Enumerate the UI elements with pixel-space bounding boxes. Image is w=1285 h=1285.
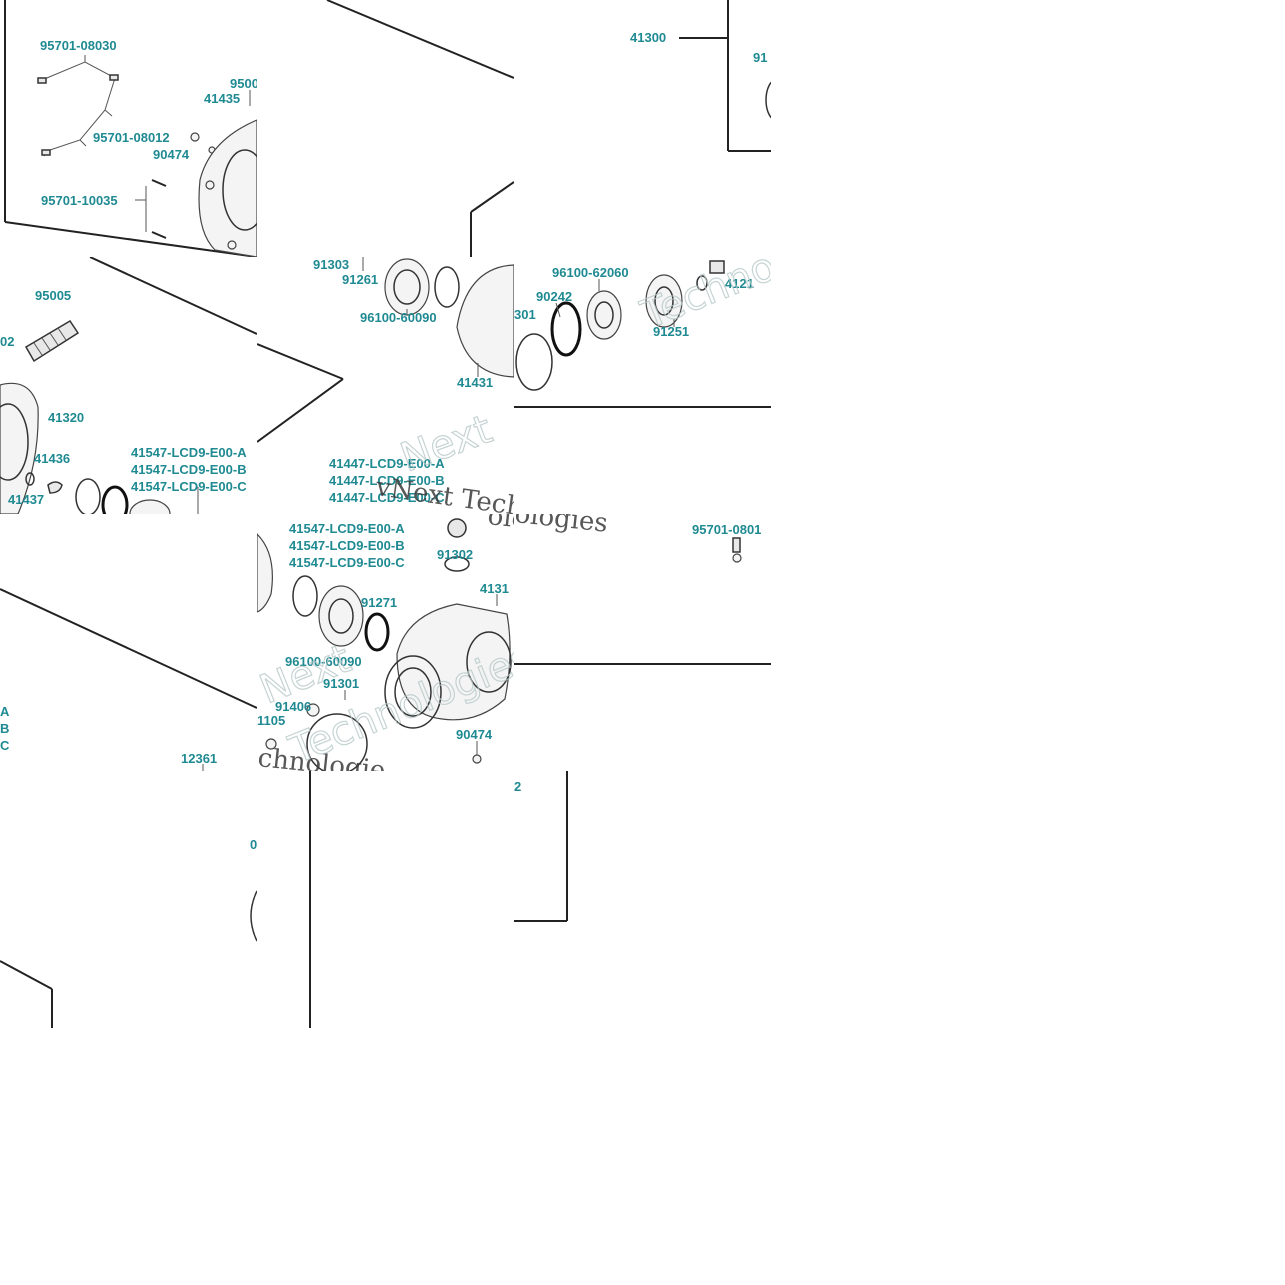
label-41436: 41436	[34, 451, 70, 466]
harness-line	[41, 61, 116, 151]
label-41300: 41300	[630, 30, 666, 45]
label-9500: 9500	[230, 76, 257, 91]
label-1105: 1105	[257, 713, 285, 728]
diagram-tile-r4c1: 0	[0, 771, 257, 1028]
watermark-text-b: ologies	[514, 514, 609, 539]
diagram-tile-r4c3: 2	[514, 771, 771, 1028]
diagram-tile-r2c3: 96100-62060 90242 301 91251 4121 Techno	[514, 257, 771, 514]
label-12361: 12361	[181, 751, 217, 766]
label-41547-b: 41547-LCD9-E00-B	[289, 538, 405, 553]
watermark-ghost-b: Techno	[635, 257, 771, 339]
label-41437: 41437	[8, 492, 44, 507]
label-90242: 90242	[536, 289, 572, 304]
label-301: 301	[514, 307, 536, 322]
label-2: 2	[514, 779, 521, 794]
label-4121: 4121	[725, 276, 754, 291]
stud-upper	[151, 179, 167, 187]
watermark-text-e: ologies	[486, 514, 514, 541]
diagram-tile-r3c3: ologies 95701-0801	[514, 514, 771, 771]
label-02: 02	[0, 334, 14, 349]
label-91303: 91303	[313, 257, 349, 272]
housing-left	[0, 382, 39, 514]
label-96100-62060: 96100-62060	[552, 265, 629, 280]
label-91251: 91251	[653, 324, 689, 339]
bearing-lower	[318, 585, 364, 647]
label-41435: 41435	[204, 91, 240, 106]
diagram-tile-r2c2: 91303 91261 96100-60090 41431 41447-LCD9…	[257, 257, 514, 514]
label-0: 0	[250, 837, 257, 852]
label-B: B	[0, 721, 9, 736]
label-95701-08012: 95701-08012	[93, 130, 170, 145]
label-41547-a: 41547-LCD9-E00-A	[289, 521, 405, 536]
diagram-tile-r2c1: 95005 02 41320 41436 41437 41547-LCD9-E0…	[0, 257, 257, 514]
label-C: C	[0, 738, 10, 753]
label-90474-lower: 90474	[456, 727, 493, 742]
diagram-tile-r1c1: 95701-08030 9500 41435 95701-08012 90474…	[0, 0, 257, 257]
label-4131: 4131	[480, 581, 509, 596]
diagram-tile-r1c3: 41300 91	[514, 0, 771, 257]
label-41447-a: 41447-LCD9-E00-A	[329, 456, 445, 471]
label-41547-c-left: 41547-LCD9-E00-C	[131, 479, 247, 494]
housing-part	[198, 119, 257, 257]
label-91301: 91301	[323, 676, 359, 691]
label-41547-c: 41547-LCD9-E00-C	[289, 555, 405, 570]
label-91271: 91271	[361, 595, 397, 610]
label-41447-c: 41447-LCD9-E00-C	[329, 490, 445, 505]
label-41447-b: 41447-LCD9-E00-B	[329, 473, 445, 488]
diagram-tile-r4c2: 2	[257, 771, 514, 1028]
label-90474: 90474	[153, 147, 190, 162]
label-A: A	[0, 704, 10, 719]
label-95701-08030: 95701-08030	[40, 38, 117, 53]
label-96100-60090-bottom: 96100-60090	[285, 654, 362, 669]
label-91261: 91261	[342, 272, 378, 287]
bearing-part	[384, 258, 430, 316]
label-95005: 95005	[35, 288, 71, 303]
label-91302: 91302	[437, 547, 473, 562]
label-91406: 91406	[275, 699, 311, 714]
diagram-tile-r3c2: 41547-LCD9-E00-A 41547-LCD9-E00-B 41547-…	[257, 514, 514, 771]
boot-part	[24, 319, 80, 363]
stud-lower	[151, 231, 167, 239]
watermark-ghost-a: Next	[395, 406, 498, 481]
label-41547-a-left: 41547-LCD9-E00-A	[131, 445, 247, 460]
diagram-tile-r3c1: A B C 12361	[0, 514, 257, 771]
disk-part	[456, 264, 514, 378]
label-96100-60090-top: 96100-60090	[360, 310, 437, 325]
seal-part	[550, 301, 582, 357]
label-41547-b-left: 41547-LCD9-E00-B	[131, 462, 247, 477]
label-41431: 41431	[457, 375, 493, 390]
label-95701-0801: 95701-0801	[692, 522, 761, 537]
label-95701-10035: 95701-10035	[41, 193, 118, 208]
diagram-tile-r1c2	[257, 0, 514, 257]
label-91-top: 91	[753, 50, 767, 65]
label-41320: 41320	[48, 410, 84, 425]
